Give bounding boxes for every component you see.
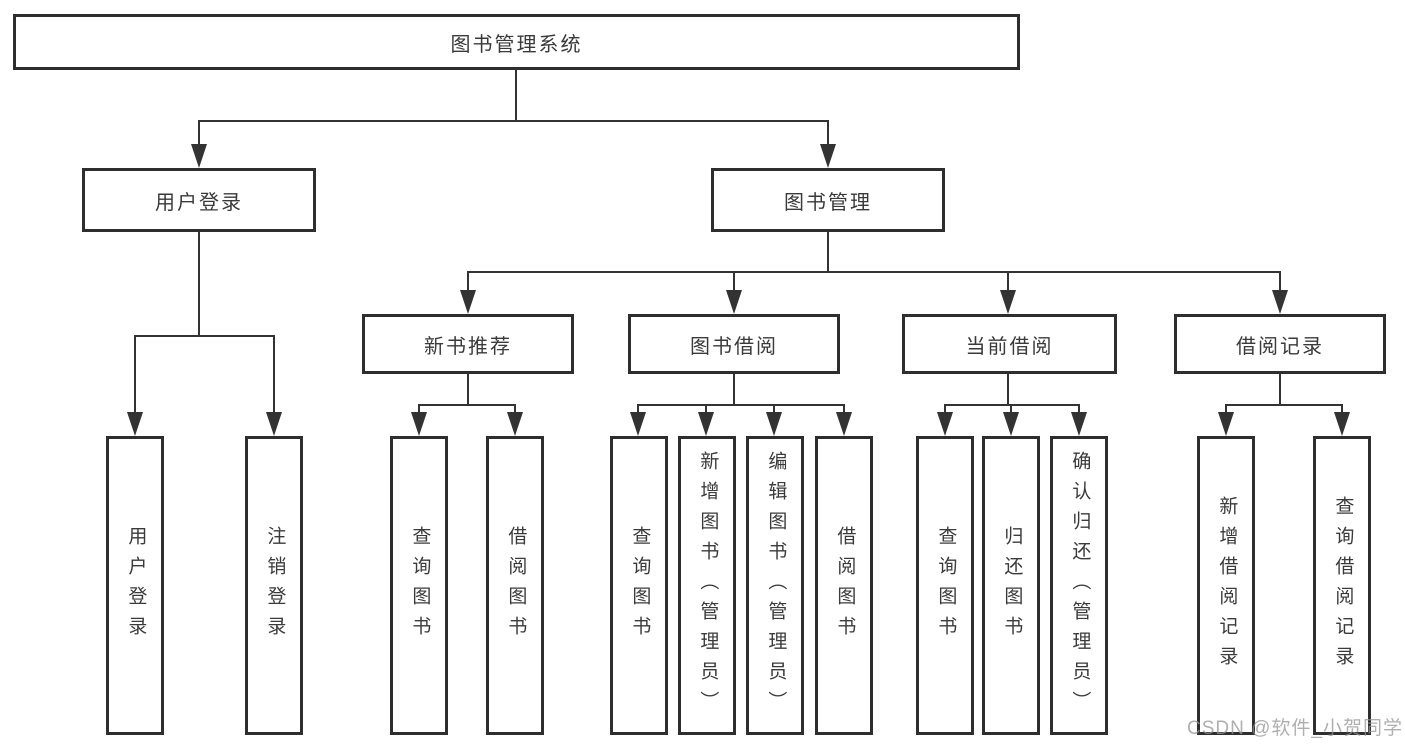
leaf-borrow-books-2: 借阅图书: [815, 436, 873, 735]
connector-line: [198, 120, 829, 122]
arrow-down-icon: [191, 144, 207, 168]
leaf-query-books-3-label: 查询图书: [935, 525, 957, 646]
arrow-down-icon: [820, 144, 836, 168]
leaf-logout: 注销登录: [245, 436, 303, 735]
connector-line: [944, 404, 1080, 406]
node-user-login-label: 用户登录: [155, 191, 243, 214]
connector-line: [733, 374, 735, 405]
leaf-add-borrow-record: 新增借阅记录: [1197, 436, 1255, 735]
connector-line: [134, 335, 275, 337]
leaf-logout-label: 注销登录: [264, 525, 286, 646]
leaf-borrow-books-2-label: 借阅图书: [834, 525, 856, 646]
arrow-down-icon: [266, 412, 282, 436]
node-root-label: 图书管理系统: [450, 33, 583, 56]
csdn-watermark: CSDN @软件_小贺同学: [1187, 718, 1403, 739]
connector-line: [637, 404, 845, 406]
connector-line: [515, 70, 517, 121]
node-new-book-recommend-label: 新书推荐: [424, 335, 512, 358]
leaf-user-login: 用户登录: [106, 436, 164, 735]
arrow-down-icon: [1071, 412, 1087, 436]
arrow-down-icon: [766, 412, 782, 436]
arrow-down-icon: [836, 412, 852, 436]
leaf-query-books-3: 查询图书: [916, 436, 974, 735]
leaf-return-books-label: 归还图书: [1001, 525, 1023, 646]
leaf-query-borrow-record-label: 查询借阅记录: [1332, 495, 1354, 676]
connector-line: [1279, 374, 1281, 405]
arrow-down-icon: [937, 412, 953, 436]
leaf-borrow-books-1: 借阅图书: [486, 436, 544, 735]
node-new-book-recommend: 新书推荐: [362, 314, 574, 374]
arrow-down-icon: [411, 412, 427, 436]
connector-line: [827, 232, 829, 272]
leaf-query-books-2: 查询图书: [610, 436, 668, 735]
leaf-query-books-1-label: 查询图书: [409, 525, 431, 646]
connector-line: [134, 336, 136, 432]
leaf-add-books-admin-label: 新增图书（管理员）: [697, 450, 719, 721]
node-root: 图书管理系统: [13, 14, 1020, 70]
node-book-management-label: 图书管理: [784, 191, 872, 214]
node-book-borrow: 图书借阅: [628, 314, 840, 374]
leaf-query-borrow-record: 查询借阅记录: [1313, 436, 1371, 735]
arrow-down-icon: [1334, 412, 1350, 436]
node-book-borrow-label: 图书借阅: [690, 335, 778, 358]
node-current-borrow-label: 当前借阅: [965, 335, 1054, 358]
arrow-down-icon: [460, 290, 476, 314]
leaf-query-books-2-label: 查询图书: [629, 525, 651, 646]
leaf-edit-books-admin-label: 编辑图书（管理员）: [765, 450, 787, 721]
leaf-add-books-admin: 新增图书（管理员）: [678, 436, 736, 735]
arrow-down-icon: [127, 412, 143, 436]
connector-line: [1225, 404, 1343, 406]
node-current-borrow: 当前借阅: [902, 314, 1117, 374]
arrow-down-icon: [726, 290, 742, 314]
connector-line: [467, 374, 469, 405]
leaf-user-login-label: 用户登录: [125, 525, 147, 646]
node-user-login: 用户登录: [82, 168, 316, 232]
connector-line: [198, 121, 200, 164]
leaf-borrow-books-1-label: 借阅图书: [505, 525, 527, 646]
leaf-edit-books-admin: 编辑图书（管理员）: [746, 436, 804, 735]
leaf-confirm-return-admin-label: 确认归还（管理员）: [1069, 450, 1091, 721]
connector-line: [273, 336, 275, 432]
arrow-down-icon: [1218, 412, 1234, 436]
arrow-down-icon: [1003, 412, 1019, 436]
arrow-down-icon: [630, 412, 646, 436]
leaf-confirm-return-admin: 确认归还（管理员）: [1050, 436, 1108, 735]
arrow-down-icon: [507, 412, 523, 436]
node-borrow-records: 借阅记录: [1174, 314, 1386, 374]
arrow-down-icon: [1272, 290, 1288, 314]
node-book-management: 图书管理: [711, 168, 945, 232]
arrow-down-icon: [698, 412, 714, 436]
connector-line: [418, 404, 516, 406]
connector-line: [1007, 374, 1009, 405]
connector-line: [467, 271, 1281, 273]
arrow-down-icon: [1000, 290, 1016, 314]
leaf-add-borrow-record-label: 新增借阅记录: [1216, 495, 1238, 676]
leaf-return-books: 归还图书: [982, 436, 1040, 735]
leaf-query-books-1: 查询图书: [390, 436, 448, 735]
connector-line: [198, 232, 200, 336]
node-borrow-records-label: 借阅记录: [1236, 335, 1324, 358]
connector-line: [827, 121, 829, 164]
